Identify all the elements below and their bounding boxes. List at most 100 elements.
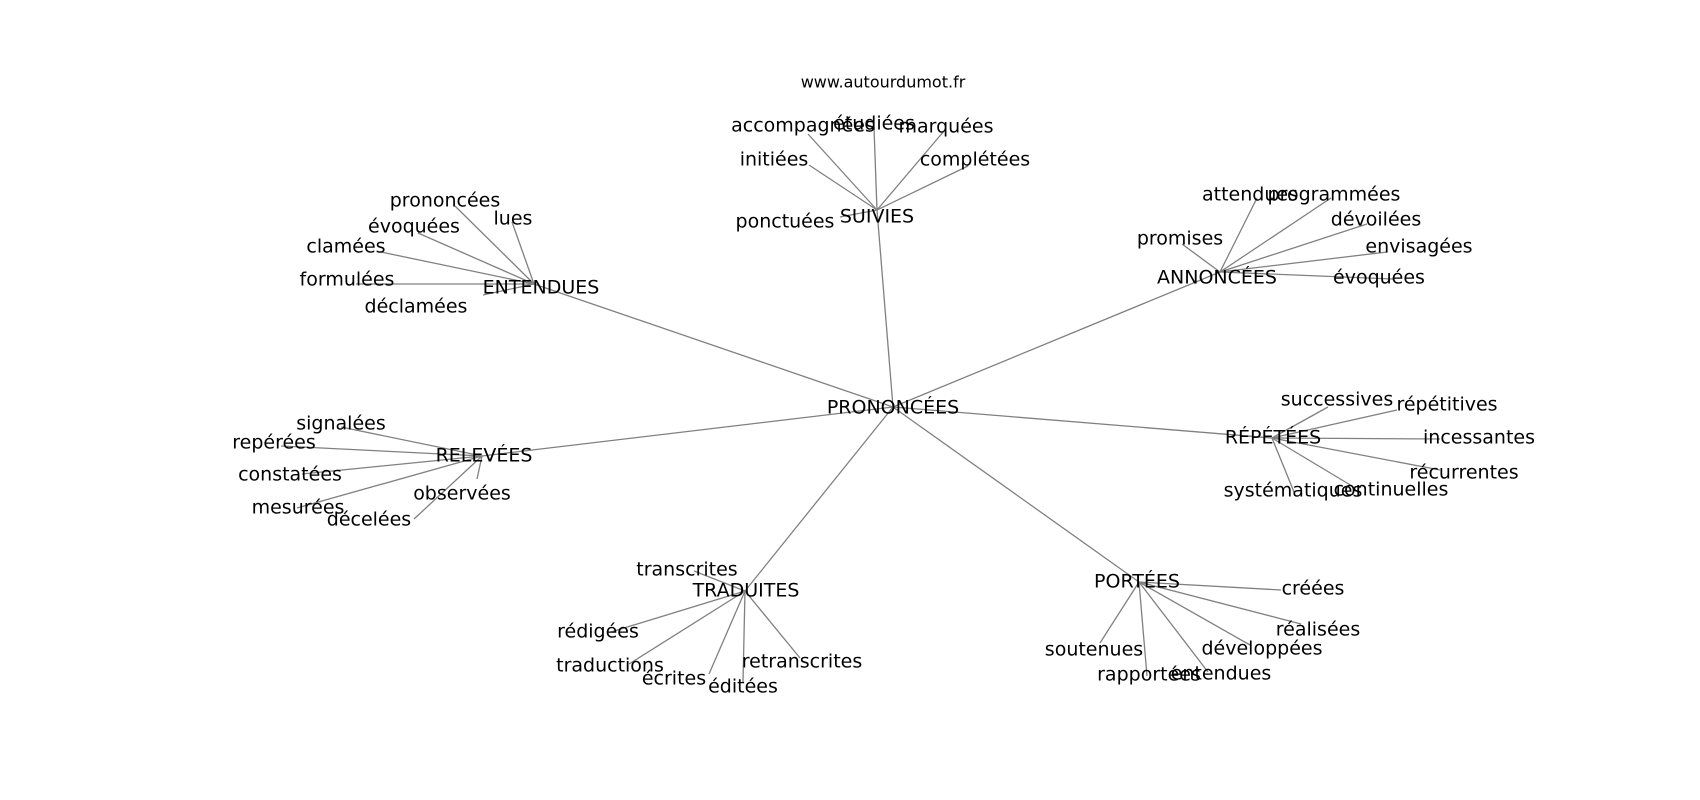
- leaf-word[interactable]: repérées: [232, 432, 316, 454]
- leaf-word[interactable]: marquées: [898, 116, 993, 138]
- leaf-word[interactable]: initiées: [740, 149, 809, 171]
- leaf-word[interactable]: décelées: [327, 509, 411, 531]
- group-word[interactable]: RELEVÉES: [436, 444, 533, 467]
- leaf-word[interactable]: transcrites: [636, 559, 737, 581]
- leaf-edge: [482, 283, 535, 296]
- graph-edges: [280, 127, 1441, 683]
- leaf-word[interactable]: lues: [494, 208, 533, 230]
- leaf-word[interactable]: évoquées: [368, 216, 460, 238]
- leaf-word[interactable]: éditées: [708, 676, 778, 698]
- leaf-word[interactable]: continuelles: [1334, 479, 1449, 501]
- leaf-edge: [1271, 437, 1353, 487]
- leaf-edge: [1271, 437, 1295, 493]
- leaf-word[interactable]: développées: [1202, 638, 1323, 660]
- leaf-word[interactable]: déclamées: [365, 296, 468, 318]
- leaf-edge: [1219, 197, 1332, 273]
- root-edge: [876, 209, 894, 408]
- group-word[interactable]: ENTENDUES: [483, 277, 600, 299]
- leaf-edge: [807, 133, 878, 211]
- leaf-word[interactable]: signalées: [296, 413, 385, 435]
- graph-labels: www.autourdumot.fr PRONONCÉES SUIVIES acco…: [232, 73, 1535, 698]
- leaf-word[interactable]: envisagées: [1365, 236, 1472, 258]
- leaf-word[interactable]: incessantes: [1423, 427, 1535, 449]
- leaf-word[interactable]: répétitives: [1396, 394, 1497, 416]
- leaf-edge: [1219, 197, 1258, 273]
- group-word[interactable]: PORTÉES: [1094, 570, 1180, 593]
- leaf-word[interactable]: dévoilées: [1331, 209, 1421, 231]
- site-url[interactable]: www.autourdumot.fr: [801, 73, 966, 92]
- leaf-edge: [417, 232, 535, 285]
- leaf-edge: [296, 455, 483, 509]
- root-edge: [533, 283, 894, 408]
- root-edge: [481, 406, 894, 457]
- leaf-edge: [1138, 581, 1302, 625]
- leaf-word[interactable]: rapportées: [1097, 664, 1201, 686]
- leaf-edge: [1271, 437, 1441, 471]
- leaf-edge: [1099, 581, 1140, 644]
- leaf-edge: [340, 426, 483, 457]
- leaf-word[interactable]: écrites: [642, 668, 706, 690]
- leaf-word[interactable]: soutenues: [1045, 639, 1143, 661]
- leaf-word[interactable]: créées: [1282, 578, 1345, 600]
- leaf-word[interactable]: observées: [413, 483, 511, 505]
- leaf-word[interactable]: mesurées: [252, 497, 345, 519]
- leaf-edge: [693, 570, 746, 592]
- leaf-word[interactable]: accompagnées: [731, 115, 875, 137]
- leaf-edge: [628, 590, 746, 665]
- leaf-word[interactable]: prononcées: [390, 190, 501, 212]
- group-word[interactable]: ANNONCÉES: [1157, 266, 1277, 289]
- leaf-word[interactable]: retranscrites: [742, 651, 863, 673]
- group-word[interactable]: SUIVIES: [840, 206, 914, 228]
- leaf-edge: [1271, 406, 1329, 439]
- leaf-edge: [280, 445, 483, 457]
- root-word[interactable]: PRONONCÉES: [827, 396, 959, 419]
- leaf-word[interactable]: formulées: [300, 269, 395, 291]
- leaf-edge: [454, 205, 535, 285]
- leaf-edge: [873, 127, 878, 211]
- leaf-word[interactable]: programmées: [1268, 184, 1401, 206]
- leaf-word[interactable]: systématiques: [1224, 480, 1363, 502]
- leaf-word[interactable]: attendues: [1202, 184, 1298, 206]
- leaf-edge: [1138, 581, 1148, 677]
- leaf-word[interactable]: entendues: [1171, 663, 1272, 685]
- leaf-edge: [1219, 223, 1368, 273]
- leaf-word[interactable]: promises: [1137, 228, 1223, 250]
- leaf-edge: [708, 590, 746, 675]
- leaf-word[interactable]: étudiées: [833, 113, 915, 135]
- leaf-edge: [876, 165, 969, 211]
- leaf-edge: [610, 590, 746, 633]
- root-edge: [744, 406, 894, 592]
- root-edge: [892, 406, 1140, 583]
- leaf-word[interactable]: constatées: [238, 464, 342, 486]
- leaf-edge: [1181, 243, 1221, 273]
- leaf-word[interactable]: récurrentes: [1409, 462, 1518, 484]
- leaf-edge: [876, 130, 945, 211]
- leaf-word[interactable]: successives: [1281, 389, 1393, 411]
- leaf-word[interactable]: réalisées: [1276, 619, 1360, 641]
- leaf-edge: [744, 590, 801, 659]
- leaf-edge: [742, 590, 746, 683]
- leaf-edge: [413, 455, 483, 520]
- leaf-word[interactable]: rédigées: [557, 621, 639, 643]
- leaf-edge: [1271, 409, 1398, 439]
- leaf-edge: [476, 455, 483, 480]
- leaf-edge: [1138, 581, 1251, 646]
- root-edge: [892, 271, 1221, 408]
- leaf-edge: [1219, 251, 1388, 273]
- leaf-word[interactable]: complétées: [920, 149, 1030, 171]
- leaf-edge: [1138, 581, 1209, 673]
- leaf-word[interactable]: ponctuées: [736, 211, 835, 233]
- leaf-edge: [839, 209, 878, 218]
- leaf-word[interactable]: traductions: [556, 655, 664, 677]
- leaf-word[interactable]: clamées: [306, 236, 385, 258]
- leaf-edge: [511, 221, 535, 285]
- root-edge: [892, 406, 1273, 439]
- group-word[interactable]: RÉPÉTÉES: [1225, 426, 1321, 449]
- leaf-word[interactable]: évoquées: [1333, 267, 1425, 289]
- leaf-edge: [380, 251, 535, 285]
- leaf-edge: [301, 455, 483, 475]
- leaf-edge: [808, 164, 878, 211]
- leaf-edge: [1219, 271, 1394, 280]
- group-word[interactable]: TRADUITES: [692, 580, 800, 602]
